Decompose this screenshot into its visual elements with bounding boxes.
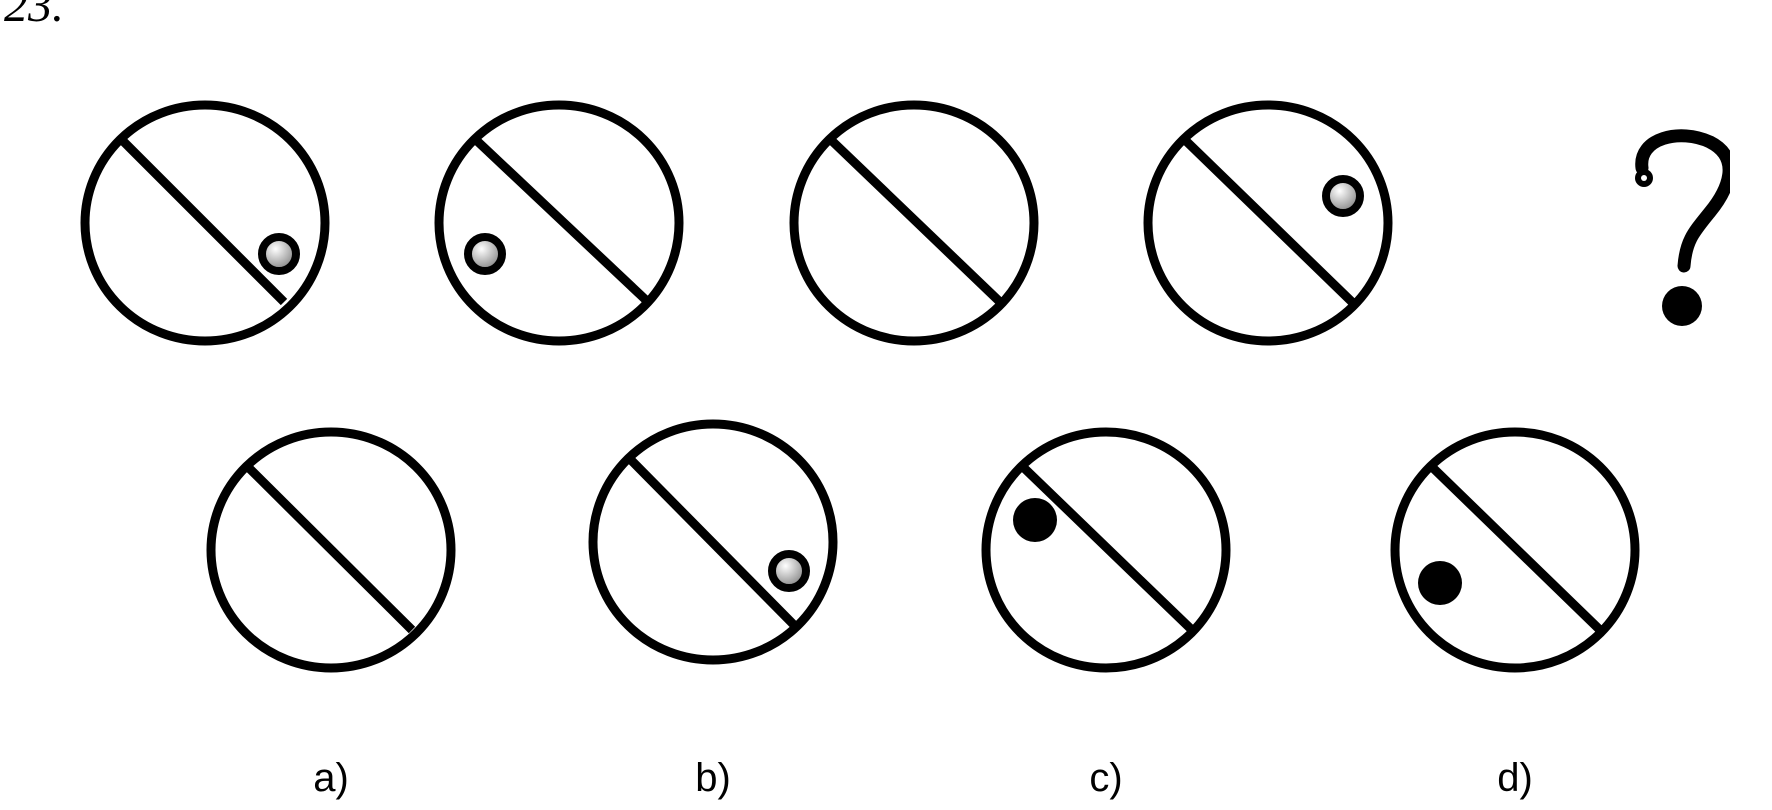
question-number: 23. <box>4 0 64 32</box>
option-d-figure[interactable] <box>1390 427 1640 673</box>
option-a-label[interactable]: a) <box>313 756 349 800</box>
option-a-figure[interactable] <box>206 427 456 673</box>
shaded-dot <box>258 233 300 275</box>
shaded-dot <box>464 233 506 275</box>
solid-dot <box>1418 561 1462 605</box>
shaded-dot <box>1322 175 1364 217</box>
shaded-dot <box>768 550 810 592</box>
option-b-figure[interactable] <box>588 419 838 665</box>
option-c-figure[interactable] <box>981 427 1231 673</box>
sequence-figure-1 <box>80 100 330 346</box>
sequence-figure-4 <box>1143 100 1393 346</box>
option-d-label[interactable]: d) <box>1497 756 1533 800</box>
sequence-figure-2 <box>434 100 684 346</box>
sequence-figure-3 <box>789 100 1039 346</box>
solid-dot <box>1013 498 1057 542</box>
option-c-label[interactable]: c) <box>1089 756 1123 800</box>
option-b-label[interactable]: b) <box>695 756 731 800</box>
question-mark-icon <box>1635 129 1730 326</box>
